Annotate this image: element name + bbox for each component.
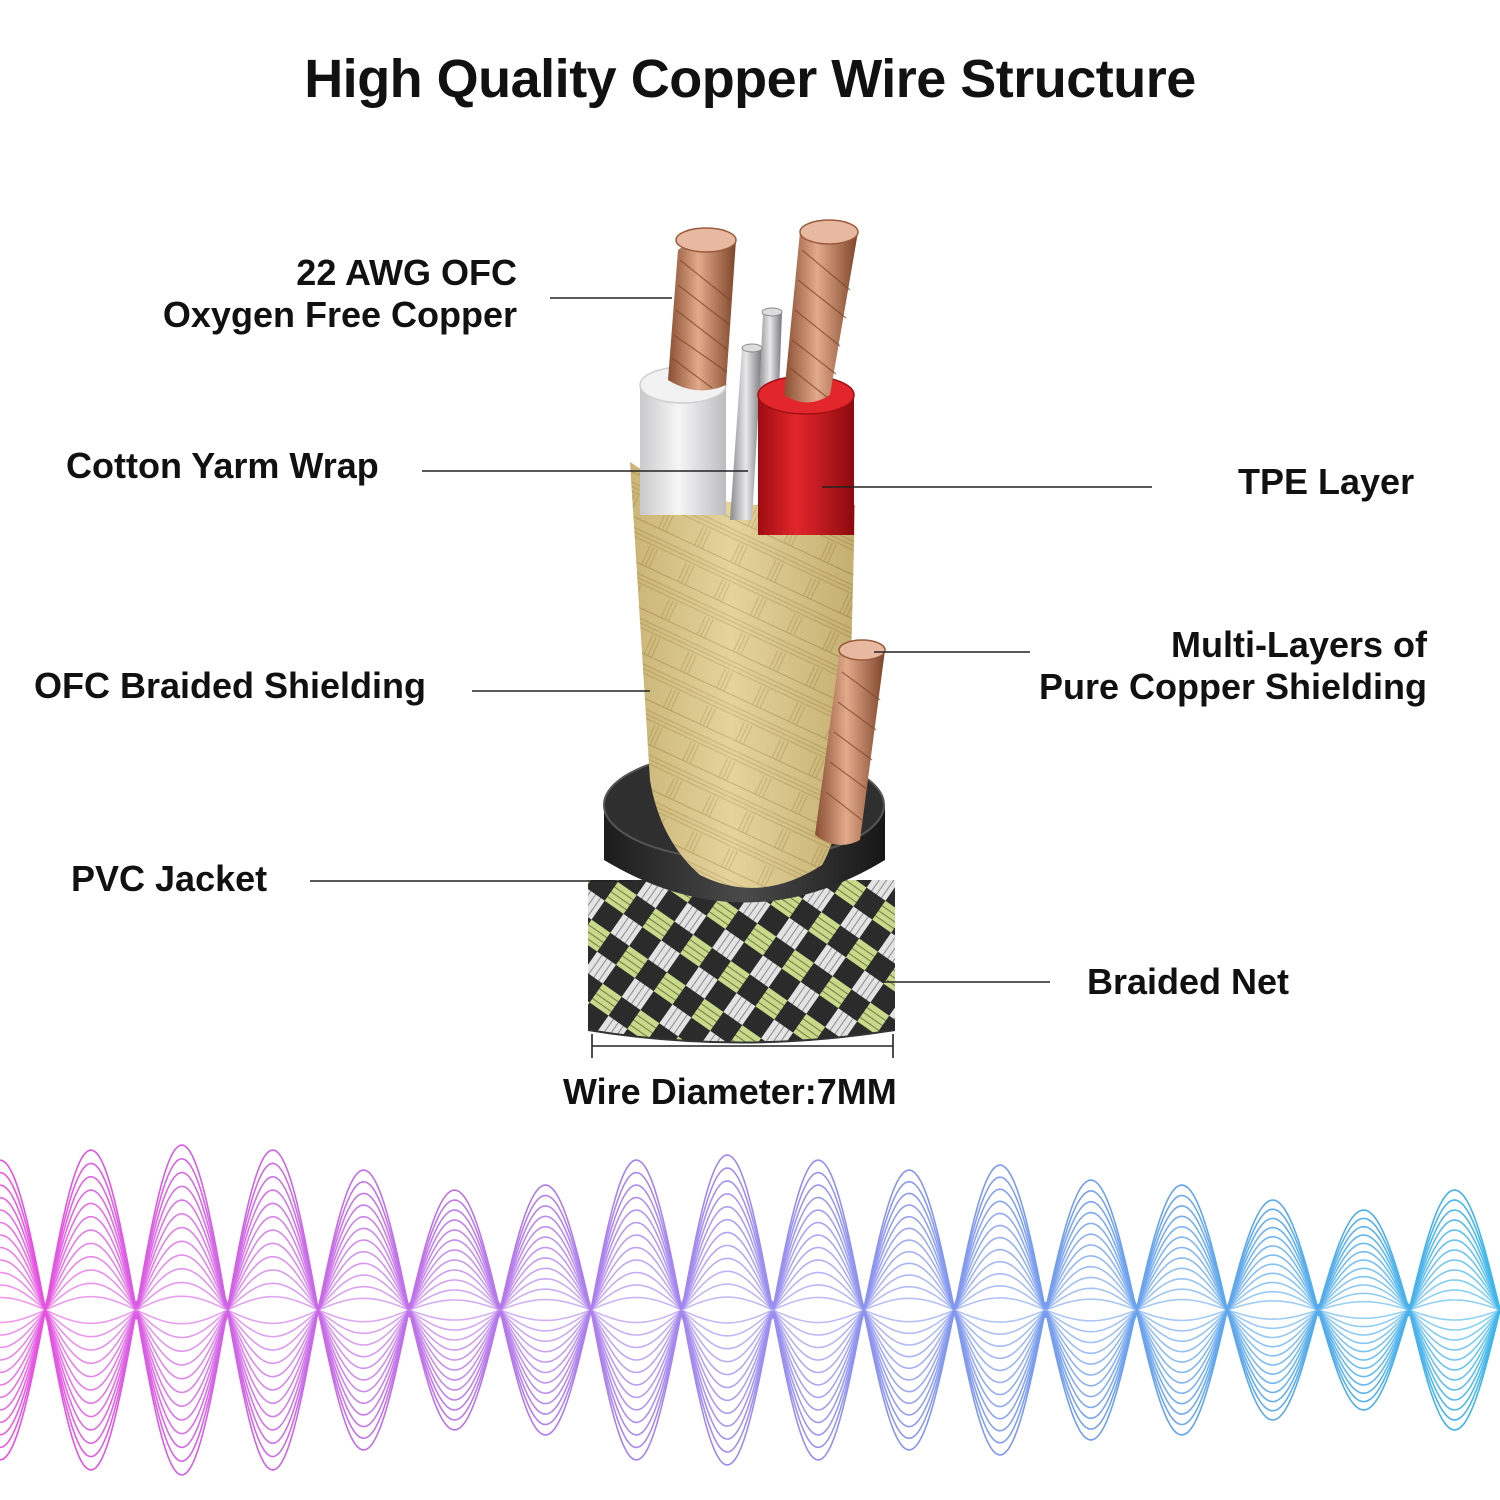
white-insulated-conductor xyxy=(639,227,737,515)
wave-line xyxy=(0,1199,1500,1313)
label-ofc-braided-shielding: OFC Braided Shielding xyxy=(34,665,427,706)
wave-line xyxy=(0,1307,1500,1435)
wave-line xyxy=(0,1309,1500,1339)
sound-wave-decoration xyxy=(0,1144,1500,1476)
ofc-braided-shielding-layer xyxy=(630,462,855,888)
wave-line xyxy=(0,1309,1500,1325)
wave-line xyxy=(0,1307,1500,1449)
wave-line xyxy=(0,1240,1500,1312)
label-cotton-yarm-wrap: Cotton Yarm Wrap xyxy=(66,445,379,486)
label-multi-layers-copper-shielding: Multi-Layers of Pure Copper Shielding xyxy=(1039,624,1427,708)
wave-line xyxy=(0,1158,1500,1312)
wave-line xyxy=(0,1295,1500,1311)
label-wire-diameter: Wire Diameter:7MM xyxy=(563,1071,897,1112)
label-pvc-jacket: PVC Jacket xyxy=(71,858,268,899)
label-copper-line2: Oxygen Free Copper xyxy=(162,294,517,335)
copper-shielding-strand xyxy=(815,639,886,845)
wave-line xyxy=(0,1212,1500,1312)
wave-line xyxy=(0,1281,1500,1311)
cable-cross-section-illustration xyxy=(310,219,1152,1058)
wave-line xyxy=(0,1144,1500,1312)
wave-line xyxy=(0,1308,1500,1352)
wave-line xyxy=(0,1171,1500,1313)
red-tpe-conductor xyxy=(757,219,859,535)
leader-lines xyxy=(310,297,1152,1058)
braided-net-layer xyxy=(587,880,896,1044)
wave-line xyxy=(0,1185,1500,1313)
wave-line xyxy=(0,1308,1500,1394)
wave-line xyxy=(0,1308,1500,1366)
label-22awg-ofc: 22 AWG OFC Oxygen Free Copper xyxy=(163,252,517,336)
wave-line xyxy=(0,1226,1500,1312)
wave-line xyxy=(0,1307,1500,1421)
label-multi-line2: Pure Copper Shielding xyxy=(1038,666,1427,707)
label-copper-line1: 22 AWG OFC xyxy=(296,252,517,293)
wave-line xyxy=(0,1254,1500,1312)
label-tpe-layer: TPE Layer xyxy=(1238,461,1415,502)
label-braided-net: Braided Net xyxy=(1087,961,1290,1002)
wave-line xyxy=(0,1308,1500,1380)
diagram-title: High Quality Copper Wire Structure xyxy=(304,49,1196,109)
wave-line xyxy=(0,1308,1500,1408)
wave-line xyxy=(0,1308,1500,1476)
wave-line xyxy=(0,1268,1500,1312)
label-multi-line1: Multi-Layers of xyxy=(1170,624,1427,665)
wave-line xyxy=(0,1308,1500,1462)
